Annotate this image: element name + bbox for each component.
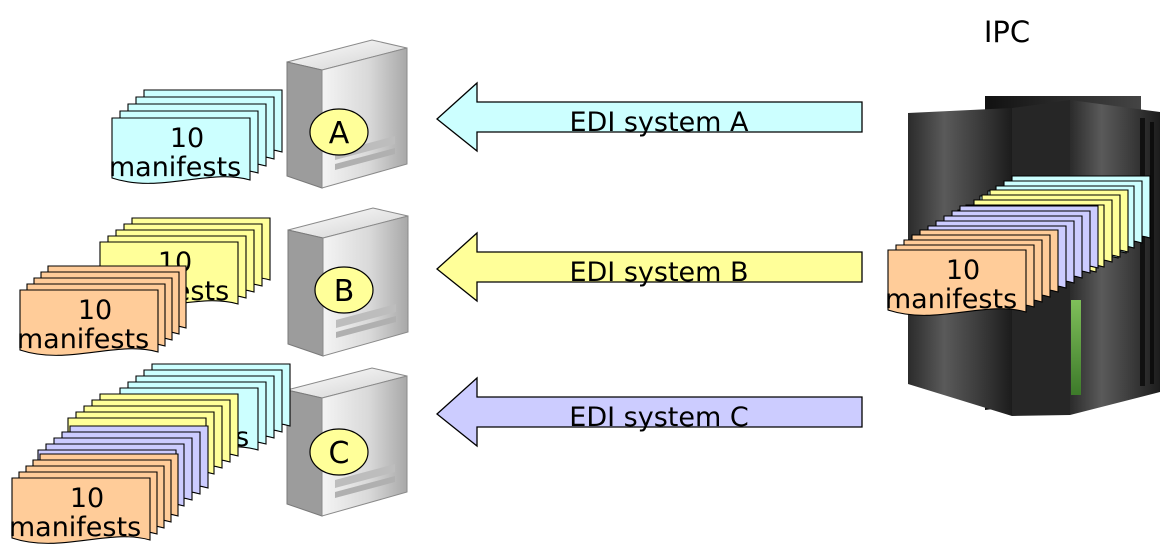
manifest-count: 10 (70, 483, 104, 514)
badge-c: C (309, 428, 369, 476)
stack-system-c: 10manifests10manifests10manifests10manif… (9, 363, 291, 544)
arrow-system-c: EDI system C (435, 376, 863, 448)
manifest-label: manifests (17, 324, 149, 355)
manifest-stacks: 10manifests10manifests10manifests10manif… (9, 89, 1151, 544)
arrow-label: EDI system A (569, 107, 749, 138)
arrows: EDI system A EDI system B EDI system C (435, 81, 863, 448)
ipc-title: IPC (984, 15, 1030, 49)
badge-letter: A (329, 116, 350, 151)
manifest-label: manifests (109, 152, 241, 183)
manifest-label: manifests (885, 284, 1017, 315)
stack-ipc: 10manifests10manifests10manifests10manif… (885, 175, 1151, 316)
manifest-count: 10 (78, 295, 112, 326)
manifest-count: 10 (946, 255, 980, 286)
arrow-label: EDI system B (569, 257, 748, 288)
badge-a: A (309, 108, 369, 156)
manifest-label: manifests (9, 512, 141, 543)
arrow-system-b: EDI system B (435, 231, 863, 303)
badge-letter: C (329, 436, 350, 471)
arrow-shape (435, 376, 863, 448)
arrow-system-a: EDI system A (435, 81, 863, 153)
badge-b: B (314, 266, 374, 314)
arrow-shape (435, 231, 863, 303)
arrow-label: EDI system C (569, 402, 748, 433)
arrow-shape (435, 81, 863, 153)
manifest-count: 10 (170, 123, 204, 154)
badge-letter: B (334, 274, 355, 309)
